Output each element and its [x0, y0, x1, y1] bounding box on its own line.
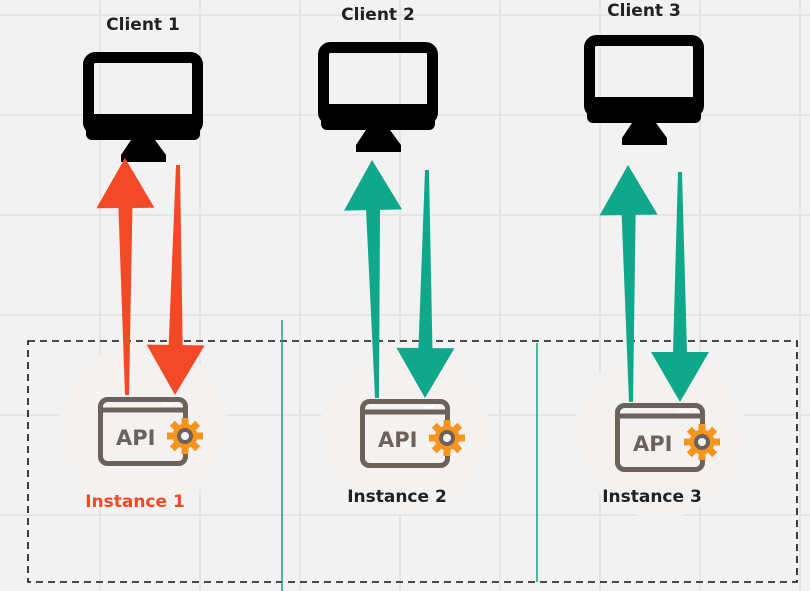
gear-hole: [181, 432, 189, 440]
instance-label: Instance 3: [602, 487, 702, 507]
monitor-stand: [121, 140, 166, 162]
cluster-boundary: [27, 340, 798, 583]
instance-1: API Instance 1: [85, 397, 203, 512]
instance-label: Instance 2: [347, 487, 447, 507]
gear-tooth: [698, 424, 706, 432]
gear-tooth: [181, 446, 189, 454]
gear-tooth: [443, 420, 451, 428]
client-2: Client 2: [318, 5, 455, 399]
api-text: API: [378, 428, 417, 452]
monitor-bezel: [587, 97, 701, 123]
request-arrow: [599, 165, 658, 403]
request-arrow: [344, 160, 403, 399]
monitor-bezel: [86, 114, 200, 140]
gear-tooth: [443, 448, 451, 456]
api-gear-icon: API: [615, 403, 720, 472]
gear-icon: [429, 420, 465, 456]
monitor-icon: [83, 52, 203, 162]
monitor-bezel: [321, 104, 435, 130]
client-3: Client 3: [584, 1, 709, 403]
response-arrow: [651, 172, 709, 402]
monitor-icon: [584, 35, 704, 145]
instance-3: API Instance 3: [602, 403, 720, 507]
client-label: Client 1: [106, 15, 180, 35]
api-gear-icon: API: [98, 397, 203, 466]
client-label: Client 2: [341, 5, 415, 25]
instance-label: Instance 1: [85, 492, 185, 512]
window-control: [176, 403, 180, 407]
response-arrow: [396, 169, 455, 398]
monitor-icon: [318, 42, 438, 152]
gear-tooth: [181, 418, 189, 426]
client-label: Client 3: [607, 1, 681, 21]
api-text: API: [116, 426, 155, 450]
gear-icon: [684, 424, 720, 460]
response-arrow: [146, 164, 205, 395]
api-text: API: [633, 432, 672, 456]
gear-hole: [443, 434, 451, 442]
gear-icon: [167, 418, 203, 454]
window-control: [693, 409, 697, 413]
client-1: Client 1: [83, 15, 205, 396]
window-control: [438, 405, 442, 409]
request-arrow: [96, 158, 155, 396]
monitor-stand: [622, 123, 667, 145]
monitor-stand: [356, 130, 401, 152]
gear-hole: [698, 438, 706, 446]
api-gear-icon: API: [360, 399, 465, 468]
gear-tooth: [698, 452, 706, 460]
instance-2: API Instance 2: [347, 399, 465, 507]
